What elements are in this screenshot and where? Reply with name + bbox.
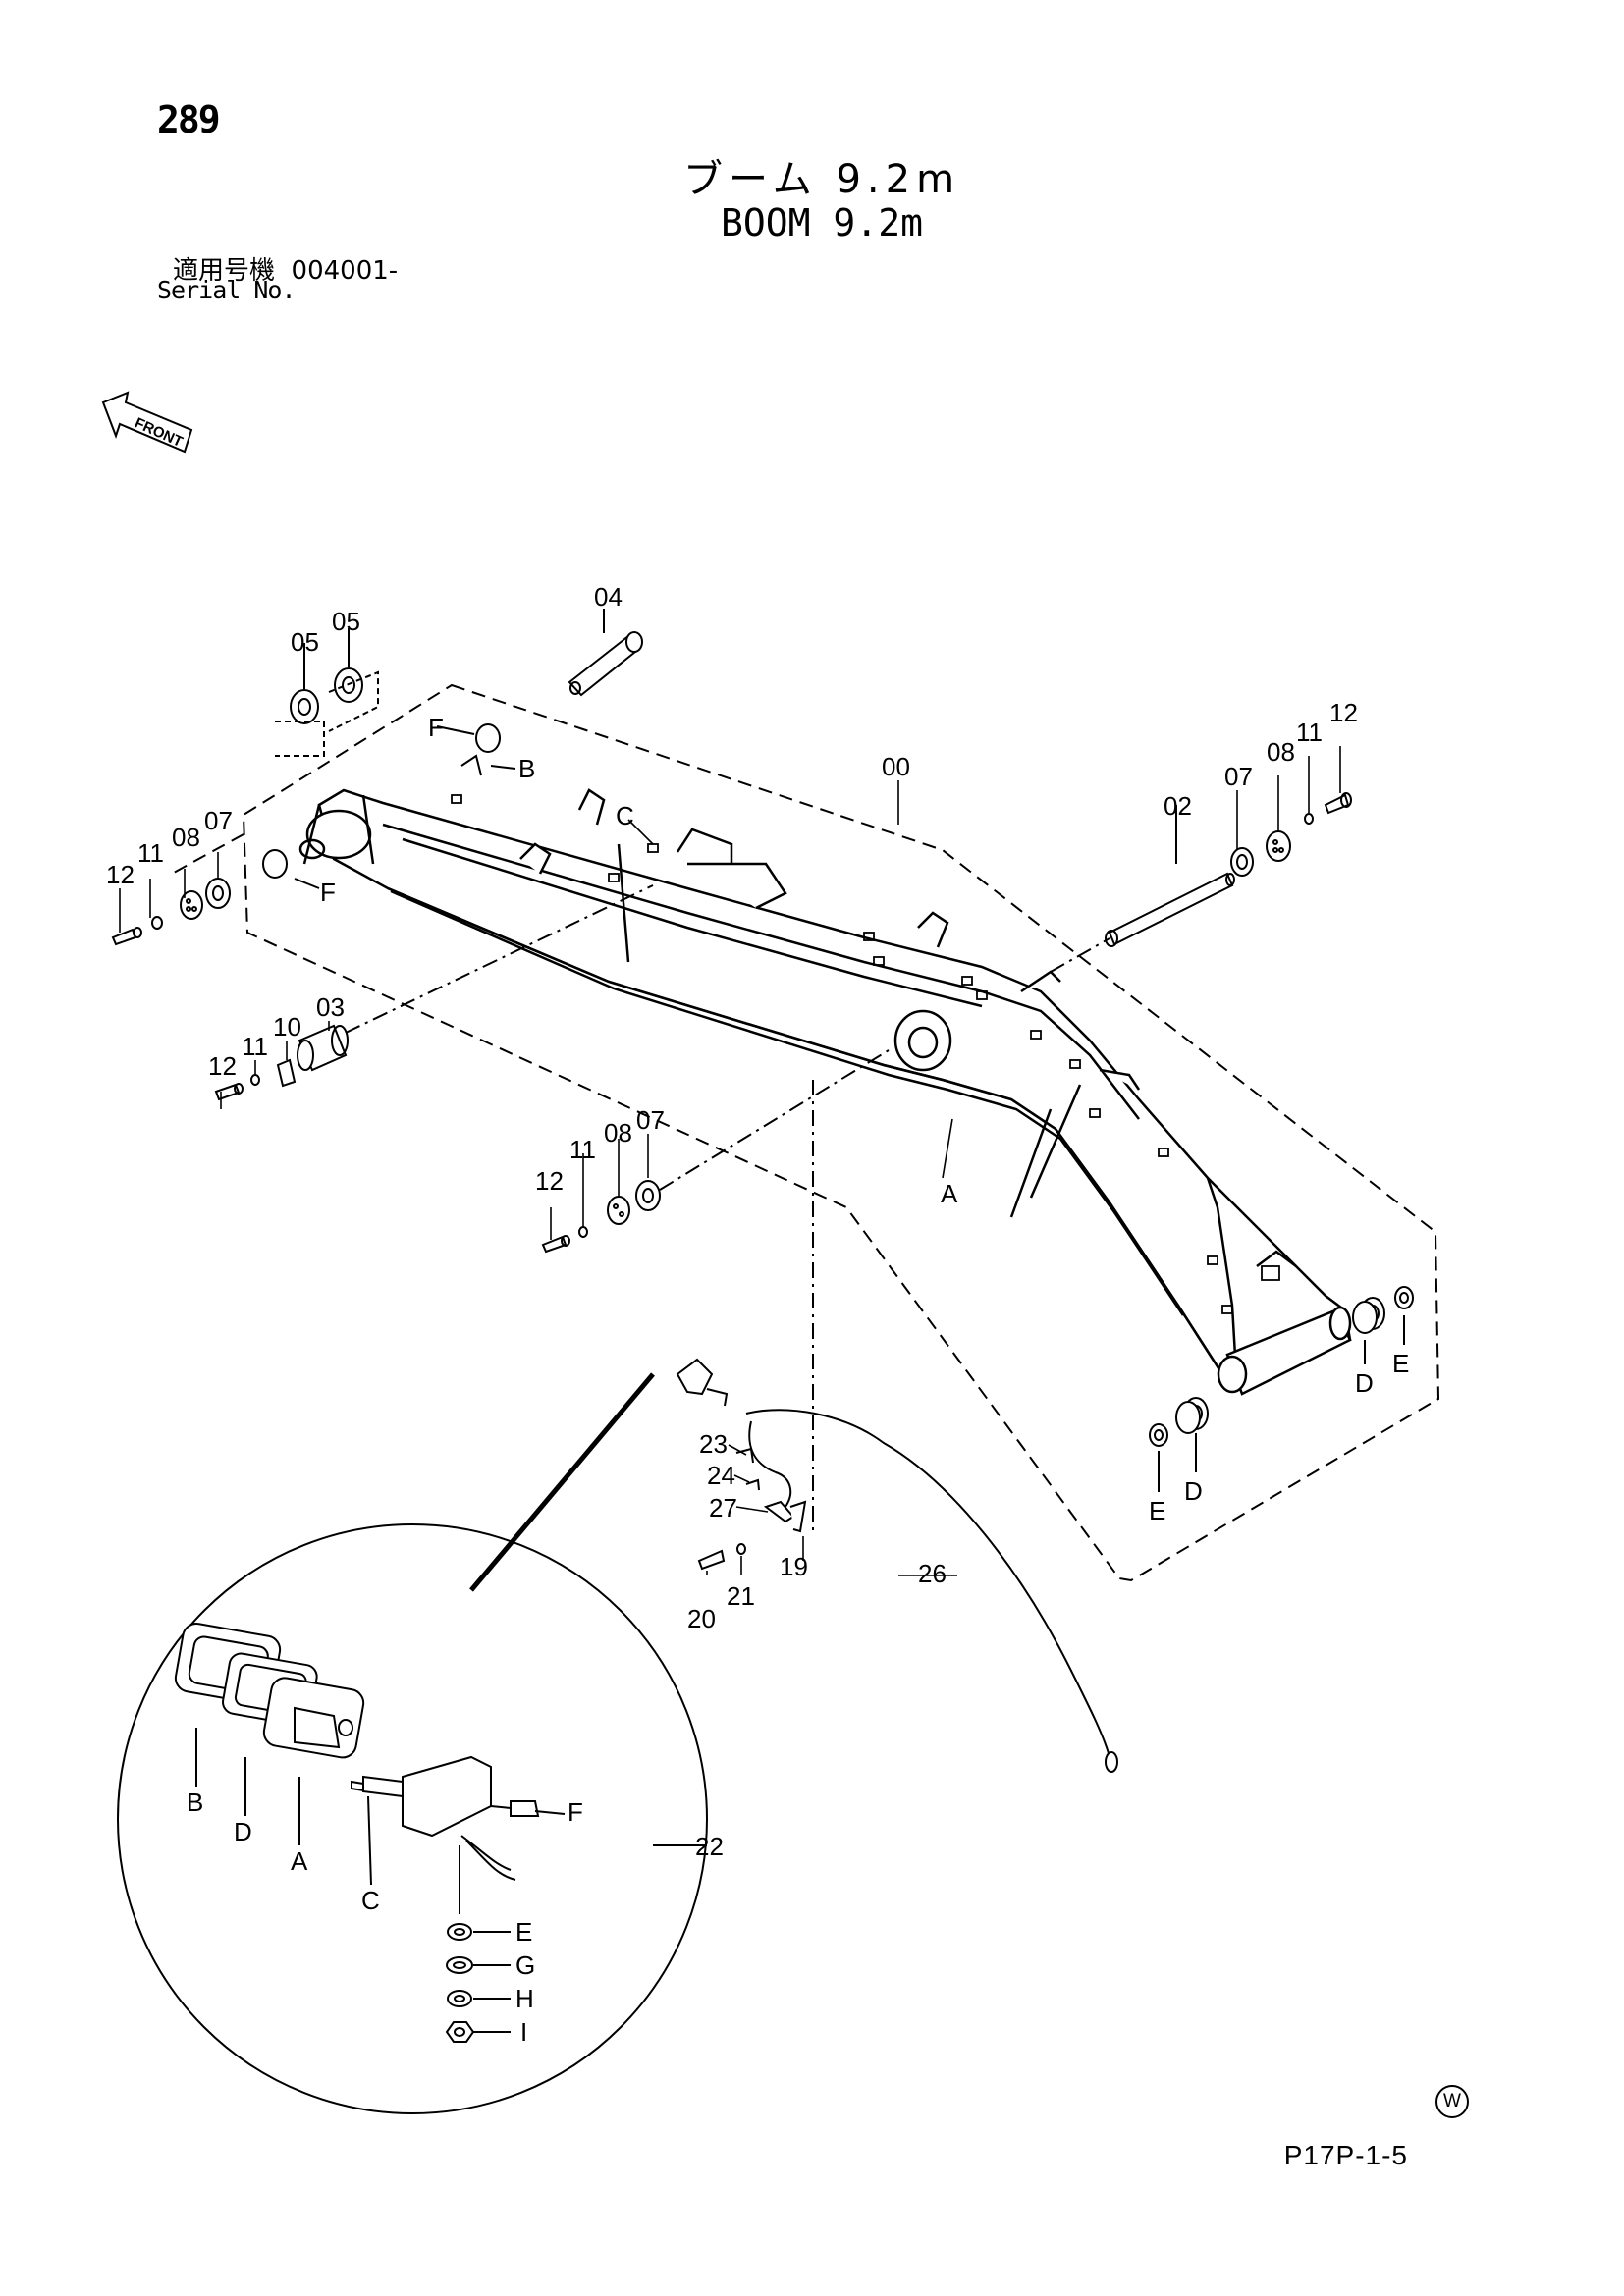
callout-07-right: 07	[1224, 762, 1253, 791]
serial-label-en: Serial No.	[157, 276, 297, 304]
callout-11-left: 11	[137, 838, 164, 868]
boom-body	[298, 788, 1352, 1396]
assembly-dashed-outline	[242, 683, 1440, 1582]
callout-05-b: 05	[332, 607, 360, 636]
callout-07-mid: 07	[636, 1105, 665, 1135]
callout-08-left: 08	[172, 823, 200, 852]
callout-24: 24	[707, 1461, 735, 1490]
callout-26: 26	[918, 1559, 947, 1588]
serial-label-jp: 適用号機	[173, 256, 276, 286]
label-C-top: C	[616, 801, 634, 830]
callout-labels: 04 05 05 F B C 00 02 07 08 11 12 07 08 1…	[106, 582, 1409, 2047]
serial-value: 004001-	[291, 256, 399, 286]
lamp-cable-assembly	[469, 1080, 1118, 1773]
lamp-label-G: G	[515, 1950, 535, 1980]
footer-code: P17P-1-5	[1283, 2140, 1408, 2170]
label-D-right: D	[1355, 1368, 1374, 1398]
callout-12-left: 12	[106, 860, 135, 889]
callout-07-left: 07	[204, 806, 233, 835]
callout-10: 10	[273, 1012, 301, 1041]
callout-21: 21	[727, 1581, 755, 1611]
callout-11-mid: 11	[569, 1135, 596, 1164]
front-arrow-icon: FRONT	[101, 391, 193, 454]
lamp-label-B: B	[187, 1788, 203, 1817]
callout-27: 27	[709, 1493, 737, 1522]
mid-pin-washer-set	[541, 1049, 890, 1254]
lamp-label-I: I	[520, 2017, 527, 2047]
label-D-bottom: D	[1184, 1476, 1203, 1506]
label-B-top: B	[518, 754, 535, 783]
callout-04: 04	[594, 582, 623, 612]
label-F-top: F	[428, 713, 444, 742]
w-mark-icon: W	[1435, 2085, 1469, 2118]
serial-line: 適用号機 004001-	[173, 250, 398, 287]
leader-lines	[119, 746, 1341, 1576]
title-japanese: ブーム 9.2m	[682, 157, 961, 202]
pin-04-assembly	[275, 609, 643, 776]
lamp-label-A: A	[291, 1846, 308, 1876]
callout-00: 00	[882, 752, 910, 781]
label-F-left: F	[320, 878, 336, 907]
callout-20: 20	[687, 1604, 716, 1633]
callout-11-b: 11	[242, 1032, 268, 1061]
label-E-bottom: E	[1149, 1496, 1165, 1525]
label-E-right: E	[1392, 1349, 1409, 1378]
lamp-label-F: F	[568, 1797, 583, 1827]
lamp-label-D: D	[234, 1817, 252, 1846]
lamp-label-E: E	[515, 1917, 532, 1947]
foot-pin-washer-set	[111, 833, 320, 946]
callout-03: 03	[316, 992, 345, 1022]
callout-11-right: 11	[1296, 718, 1323, 747]
callout-08-mid: 08	[604, 1118, 632, 1148]
callout-12-b: 12	[208, 1051, 237, 1081]
callout-12-mid: 12	[535, 1166, 564, 1196]
title-english: BOOM 9.2m	[721, 201, 923, 244]
callout-22: 22	[695, 1832, 724, 1861]
label-A-boom: A	[941, 1179, 958, 1208]
lamp-label-H: H	[515, 1984, 534, 2013]
boom-clips	[451, 794, 1280, 1314]
callout-12-right: 12	[1329, 698, 1358, 727]
callout-02: 02	[1164, 791, 1192, 821]
callout-19: 19	[780, 1552, 808, 1581]
tip-washer-set	[1149, 1286, 1414, 1492]
page-number: 289	[157, 98, 221, 141]
pin-03-assembly	[214, 884, 654, 1101]
lamp-detail-circle	[117, 1523, 708, 2114]
lamp-label-C: C	[361, 1886, 380, 1915]
callout-08-right: 08	[1267, 737, 1295, 767]
callout-05-a: 05	[291, 627, 319, 657]
callout-23: 23	[699, 1429, 728, 1459]
pin-02-assembly	[1050, 792, 1352, 973]
